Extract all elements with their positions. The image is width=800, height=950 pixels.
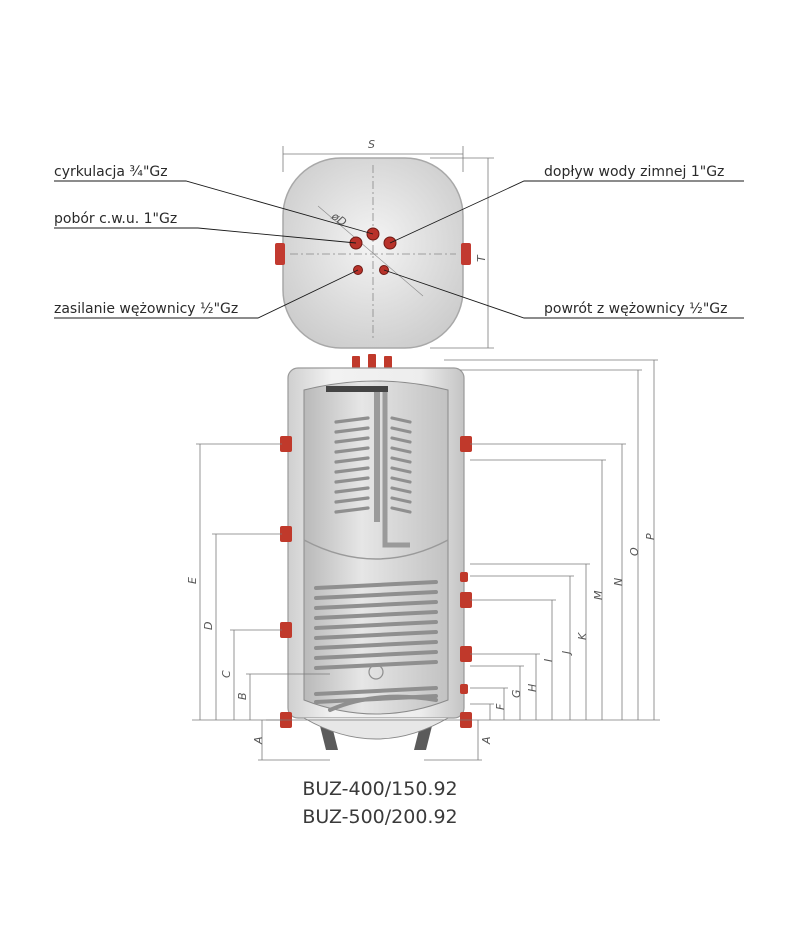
dim-left-D: D [202,622,215,630]
callout-zasilanie: zasilanie wężownicy ½"Gz [54,301,239,317]
internal-pipe-bend [382,392,410,548]
bottom-dish [303,717,449,740]
internal-vertical-pipe [374,392,380,522]
inner-tank [303,380,449,715]
dimension-T [430,157,494,349]
right-side-fittings [460,436,472,728]
dim-right-J: J [560,651,573,656]
upper-coil [334,416,412,514]
dimension-S-label: S [368,138,375,151]
right-dimension-lines [424,359,658,761]
dimension-T-label: T [475,254,488,262]
top-nozzles [352,354,392,368]
dim-right-O: O [628,547,641,556]
callout-pobor: pobór c.w.u. 1"Gz [54,211,178,227]
model-name-1: BUZ-400/150.92 [302,778,458,800]
bottom-coil [314,686,438,712]
top-view-diameter-line [317,205,424,297]
callout-cyrkulacja: cyrkulacja ¾"Gz [54,164,168,180]
dim-right-N: N [612,578,625,586]
dimension-S [282,146,464,172]
dim-right-I: I [542,659,555,662]
dim-left-C: C [220,670,233,678]
dim-right-H: H [526,684,539,692]
model-name-2: BUZ-500/200.92 [302,806,458,828]
top-view: øD S T [54,138,744,349]
dim-left-B: B [236,692,249,700]
internal-pipe-top [326,386,388,392]
dim-right-K: K [576,632,589,640]
dim-right-A: A [480,736,493,745]
dim-right-P: P [644,533,657,540]
dim-right-M: M [592,590,605,600]
callout-doplyw: dopływ wody zimnej 1"Gz [544,164,725,180]
dim-left-A: A [252,736,265,745]
callout-powrot: powrót z wężownicy ½"Gz [544,301,728,317]
upper-tank-bottom [303,539,449,560]
top-view-side-fitting-right [461,243,471,265]
callout-leaders [54,180,744,319]
left-dimension-lines [196,443,330,761]
inspection-port [368,664,384,680]
dim-left-E: E [186,577,199,584]
dim-right-G: G [510,689,523,698]
top-view-side-fitting-left [275,243,285,265]
dim-right-F: F [494,703,507,710]
side-view: E D C B A P O N M K J I H G F A [186,354,660,761]
